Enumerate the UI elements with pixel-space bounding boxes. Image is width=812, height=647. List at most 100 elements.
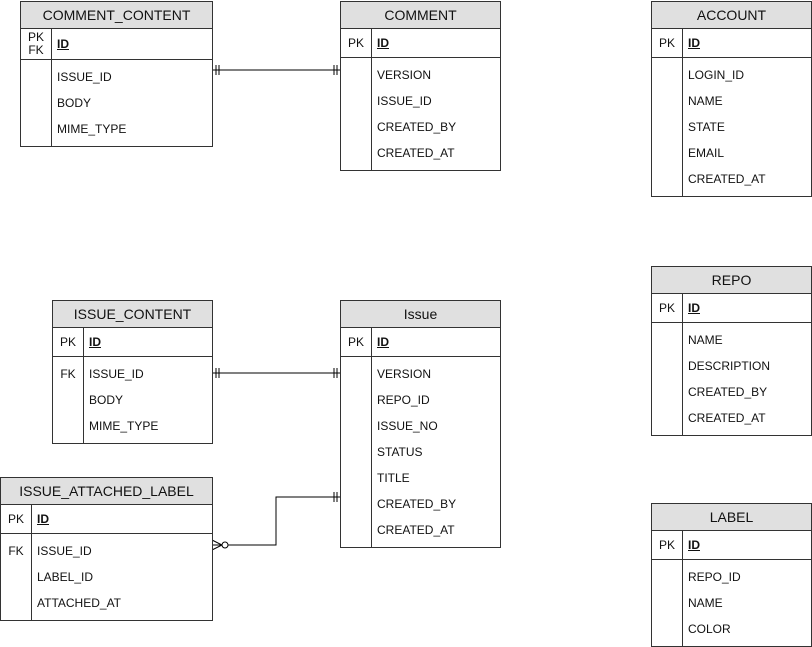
- attribute-name: CREATED_BY: [377, 120, 457, 134]
- attribute-row: LOGIN_ID: [652, 62, 811, 88]
- attribute-row: CREATED_BY: [652, 379, 811, 405]
- attribute-name: ATTACHED_AT: [37, 596, 122, 610]
- key-marker: [341, 140, 371, 166]
- primary-key-field: ID: [37, 512, 49, 526]
- primary-key-row: PK ID: [652, 29, 811, 57]
- attribute-name: VERSION: [377, 367, 432, 381]
- key-label: PK: [347, 334, 364, 349]
- key-marker: [21, 116, 51, 142]
- attribute-row: NAME: [652, 327, 811, 353]
- primary-key-section: PK ID: [341, 29, 500, 58]
- key-marker: [341, 491, 371, 517]
- key-marker: PK: [652, 531, 682, 559]
- attribute-name: CREATED_BY: [377, 497, 457, 511]
- primary-key-field: ID: [688, 36, 700, 50]
- attribute-section: VERSION REPO_ID ISSUE_NO STATUS TITLE CREATED…: [341, 357, 500, 547]
- key-marker: [341, 361, 371, 387]
- key-marker: [341, 88, 371, 114]
- key-marker: PK: [341, 328, 371, 356]
- key-marker: PK: [341, 29, 371, 57]
- key-marker: [1, 590, 31, 616]
- primary-key-section: PK ID: [652, 531, 811, 560]
- key-column-divider: [371, 328, 372, 356]
- primary-key-field: ID: [57, 37, 69, 51]
- primary-key-field: ID: [377, 36, 389, 50]
- key-column-divider: [83, 357, 84, 443]
- primary-key-section: PK ID: [53, 328, 212, 357]
- relationship-issue-content-issue: [212, 368, 341, 378]
- key-column-divider: [371, 357, 372, 547]
- key-column-divider: [682, 323, 683, 435]
- entity-title: ISSUE_ATTACHED_LABEL: [1, 478, 212, 505]
- attribute-name: STATUS: [377, 445, 423, 459]
- key-label: PK: [59, 334, 76, 349]
- key-label: PK: [658, 537, 675, 552]
- attribute-row: ISSUE_ID: [21, 64, 212, 90]
- attribute-row: ISSUE_NO: [341, 413, 500, 439]
- key-marker: [652, 88, 682, 114]
- attribute-name: LOGIN_ID: [688, 68, 745, 82]
- key-marker: [652, 114, 682, 140]
- attribute-row: CREATED_AT: [652, 405, 811, 431]
- attribute-row: NAME: [652, 88, 811, 114]
- primary-key-field: ID: [377, 335, 389, 349]
- key-marker: PK: [652, 29, 682, 57]
- key-column-divider: [682, 29, 683, 57]
- key-marker: [652, 327, 682, 353]
- entity-title: COMMENT: [341, 2, 500, 29]
- attribute-row: CREATED_AT: [341, 140, 500, 166]
- primary-key-field: ID: [89, 335, 101, 349]
- key-marker: FK: [8, 543, 24, 558]
- attribute-row: STATE: [652, 114, 811, 140]
- primary-key-field: ID: [688, 538, 700, 552]
- primary-key-row: PK ID: [341, 29, 500, 57]
- attribute-name: CREATED_AT: [688, 172, 766, 186]
- key-column-divider: [682, 58, 683, 196]
- key-marker: [53, 413, 83, 439]
- key-column-divider: [682, 294, 683, 322]
- key-marker: [341, 62, 371, 88]
- key-marker: [21, 64, 51, 90]
- attribute-name: NAME: [688, 596, 723, 610]
- key-marker: [652, 62, 682, 88]
- relationship-issue-attached-label-issue: [211, 492, 341, 551]
- key-label: PK: [658, 300, 675, 315]
- attribute-row: MIME_TYPE: [21, 116, 212, 142]
- attribute-row: ATTACHED_AT: [1, 590, 212, 616]
- attribute-name: CREATED_AT: [377, 523, 455, 537]
- entity-title: ACCOUNT: [652, 2, 811, 29]
- key-marker: [652, 564, 682, 590]
- attribute-name: LABEL_ID: [37, 570, 94, 584]
- attribute-name: CREATED_AT: [377, 146, 455, 160]
- entity-title: LABEL: [652, 504, 811, 531]
- attribute-row: LABEL_ID: [1, 564, 212, 590]
- key-marker: [341, 387, 371, 413]
- key-column-divider: [51, 60, 52, 146]
- attribute-name: REPO_ID: [377, 393, 430, 407]
- attribute-row: MIME_TYPE: [53, 413, 212, 439]
- key-marker: [341, 114, 371, 140]
- attribute-name: ISSUE_ID: [89, 367, 144, 381]
- attribute-row: VERSION: [341, 62, 500, 88]
- key-marker: [652, 379, 682, 405]
- attribute-name: TITLE: [377, 471, 410, 485]
- attribute-row: CREATED_AT: [652, 166, 811, 192]
- attribute-row: BODY: [21, 90, 212, 116]
- attribute-name: MIME_TYPE: [57, 122, 127, 136]
- attribute-name: ISSUE_NO: [377, 419, 438, 433]
- key-column-divider: [31, 534, 32, 620]
